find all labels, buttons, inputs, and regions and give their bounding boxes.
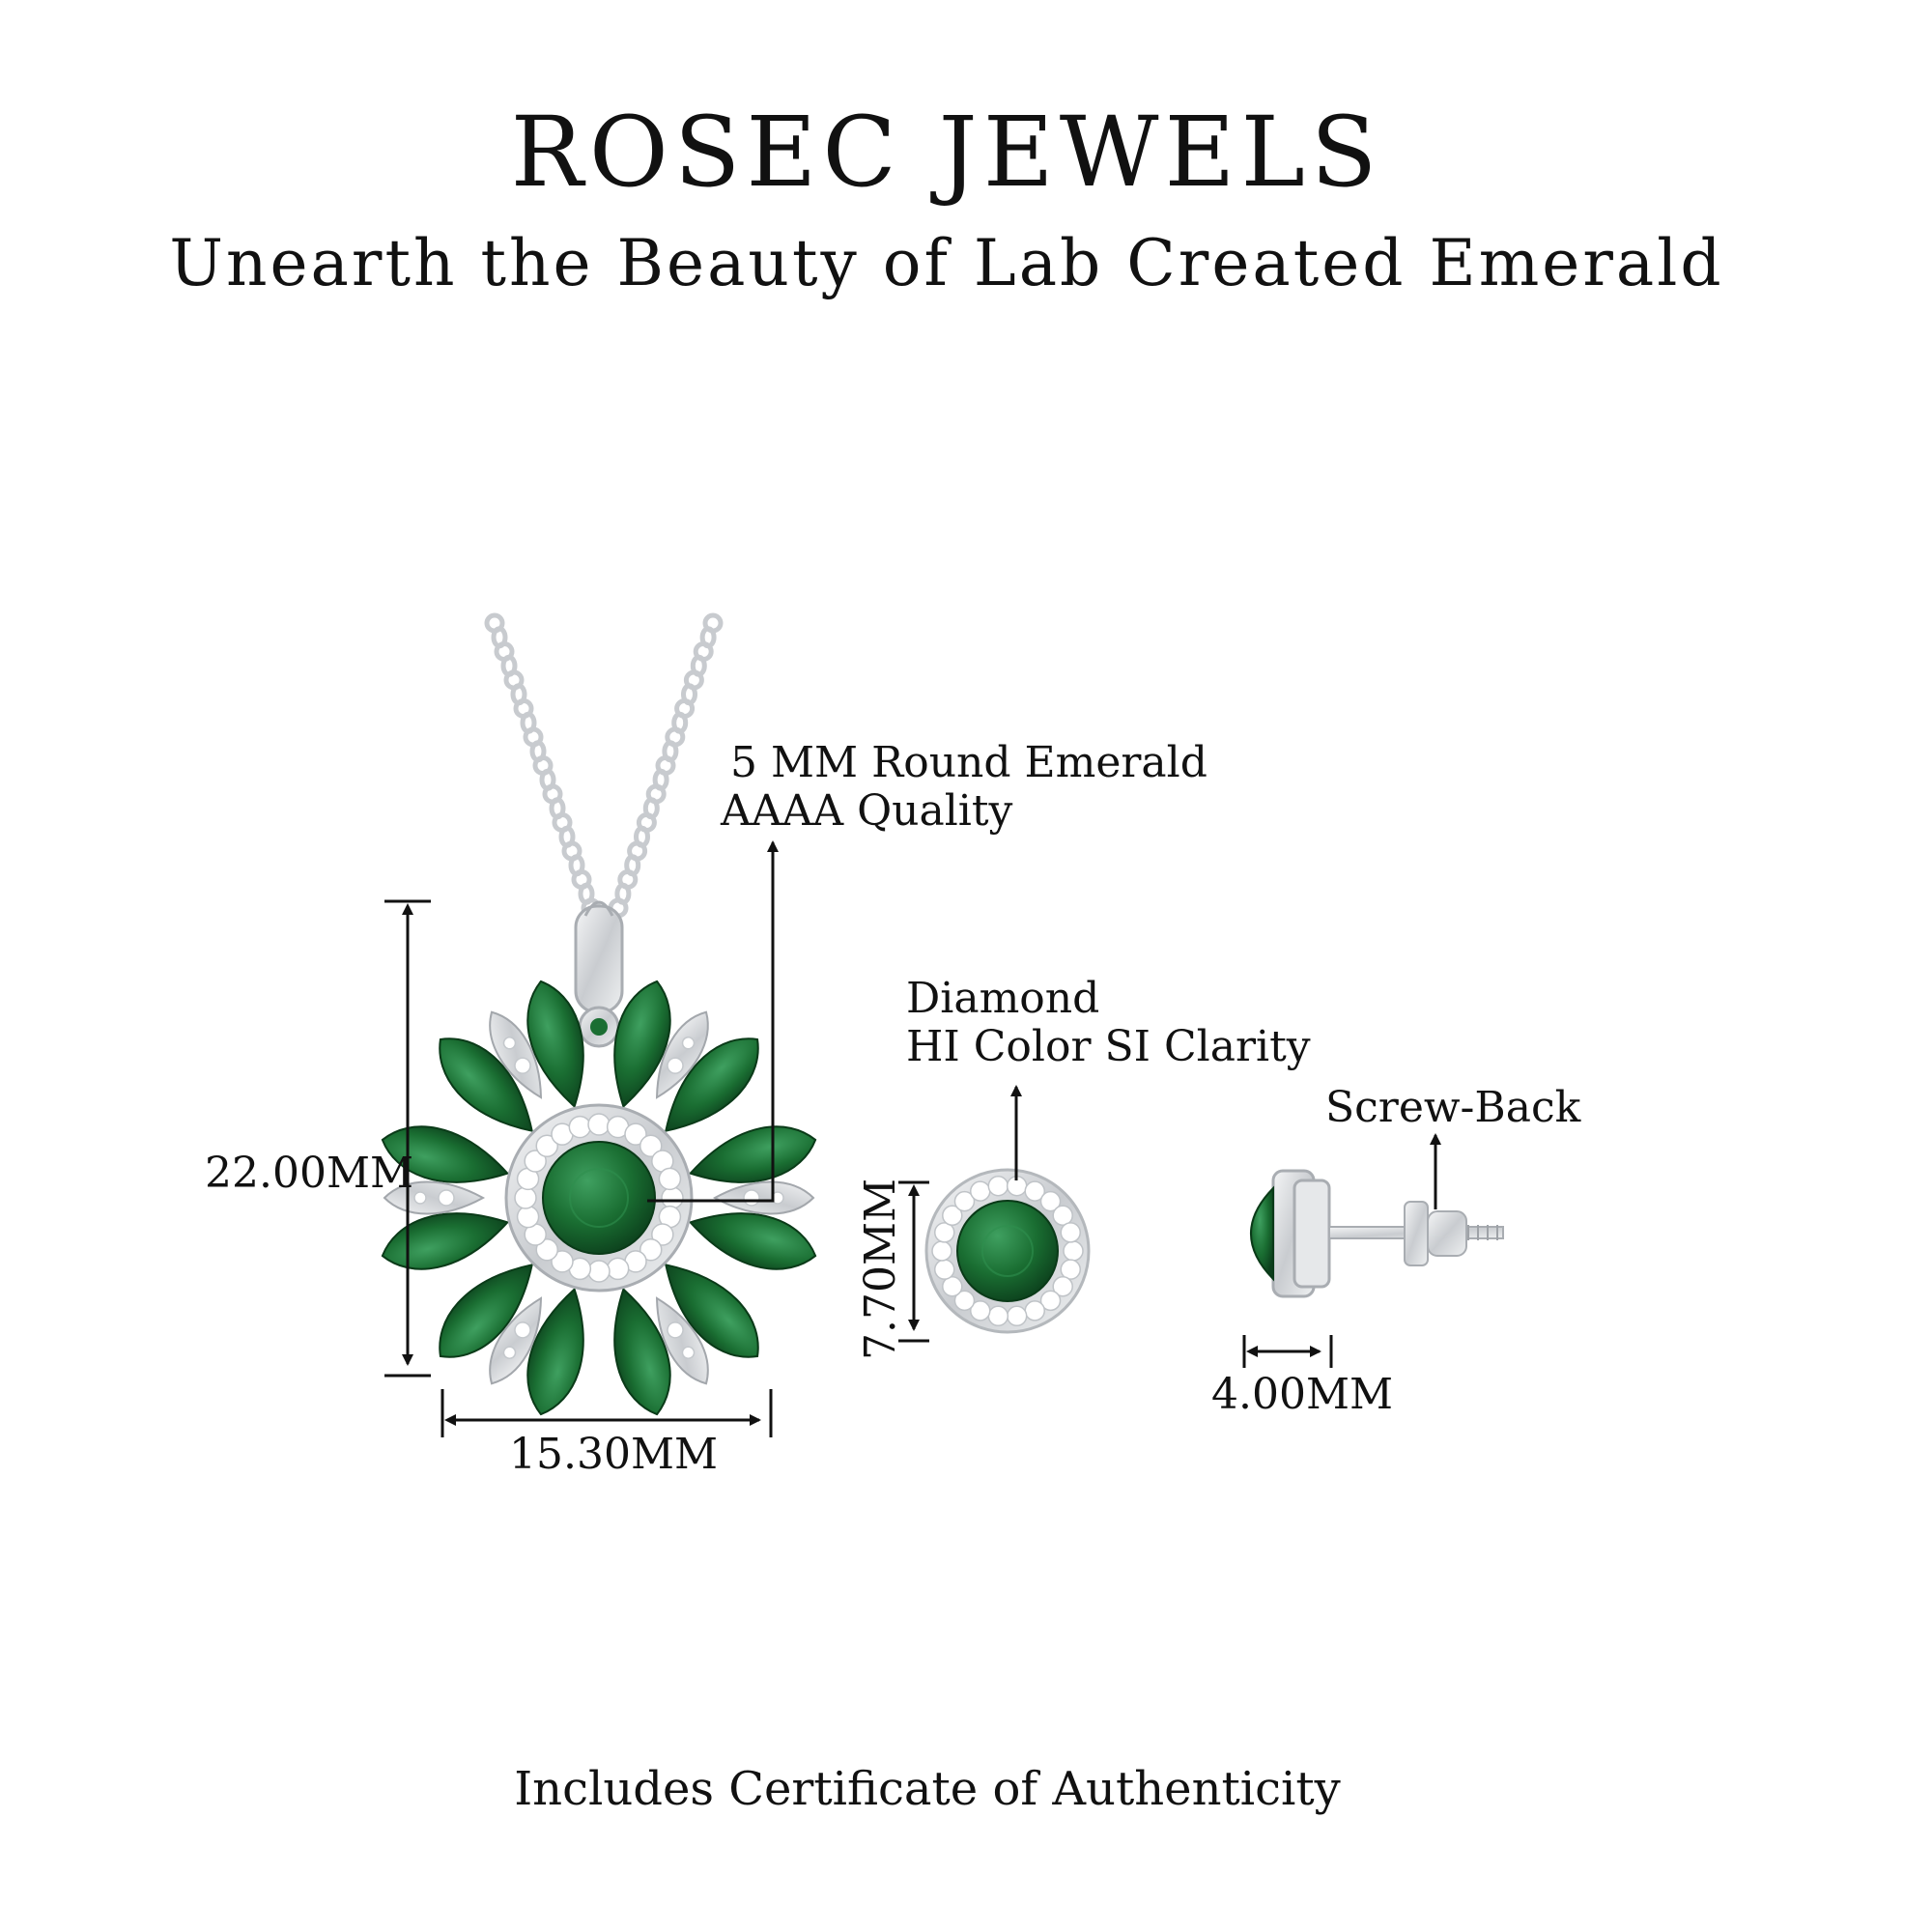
earring-halo-diamond <box>1060 1259 1081 1280</box>
emerald-petal <box>381 1125 510 1183</box>
halo-diamond <box>606 1257 630 1281</box>
emerald-petal <box>613 980 671 1109</box>
earring-halo-diamond <box>987 1175 1009 1197</box>
earring-halo-diamond <box>953 1190 976 1212</box>
earring-halo-diamond <box>1006 1305 1028 1327</box>
diamond-leaf <box>712 1180 815 1215</box>
pendant-width-label: 15.30MM <box>509 1430 719 1479</box>
earring-halo-diamond <box>953 1290 976 1312</box>
pendant-bail <box>574 900 624 1048</box>
diamond-quality: HI Color SI Clarity <box>906 1022 1311 1071</box>
earring-halo-diamond <box>934 1222 955 1243</box>
halo-diamond <box>568 1115 592 1139</box>
earring-halo-diamond <box>1052 1205 1073 1226</box>
earring-halo-diamond <box>1024 1300 1045 1321</box>
earring-halo-diamond <box>942 1205 963 1226</box>
pendant-flower <box>381 980 817 1416</box>
emerald-petal <box>688 1125 817 1183</box>
halo-diamond <box>516 1205 540 1229</box>
halo-diamond <box>651 1223 674 1246</box>
earring-halo-diamond <box>970 1300 991 1321</box>
center-emerald <box>542 1141 656 1255</box>
diamond-leaf <box>655 1010 709 1099</box>
pendant-height-label: 22.00MM <box>205 1149 414 1198</box>
earring-halo-diamond <box>1052 1276 1073 1297</box>
halo-diamond <box>587 1113 611 1136</box>
halo-diamond <box>551 1250 574 1273</box>
earring-front-view <box>924 1168 1091 1334</box>
halo-diamond <box>639 1237 663 1262</box>
halo-diamond <box>514 1186 537 1209</box>
halo-diamond <box>658 1167 682 1191</box>
halo-diamond <box>587 1260 611 1283</box>
pendant-chain <box>484 612 724 919</box>
emerald-petal <box>664 1263 759 1358</box>
earring-halo-diamond <box>970 1180 991 1202</box>
earring-halo-diamond <box>987 1305 1009 1327</box>
halo-diamond <box>524 1150 547 1173</box>
halo-diamond <box>535 1134 559 1158</box>
brand-title: ROSEC JEWELS <box>510 96 1383 209</box>
emerald-petal <box>381 1212 510 1270</box>
earring-halo-diamond <box>1063 1240 1084 1262</box>
center-stone-quality: AAAA Quality <box>721 786 1013 836</box>
emerald-petal <box>688 1212 817 1270</box>
earring-halo-diamond <box>931 1240 952 1262</box>
earring-halo-diamond <box>1024 1180 1045 1202</box>
emerald-petal <box>664 1037 759 1133</box>
dimension-lines <box>384 840 1441 1437</box>
emerald-petal <box>439 1037 534 1133</box>
tagline: Unearth the Beauty of Lab Created Emeral… <box>169 226 1724 300</box>
certificate-note: Includes Certificate of Authenticity <box>514 1762 1341 1816</box>
earring-side-view <box>1250 1169 1504 1298</box>
screw-back-label: Screw-Back <box>1325 1083 1581 1132</box>
earring-halo-diamond <box>942 1276 963 1297</box>
center-stone-label: 5 MM Round Emerald <box>730 738 1208 787</box>
earring-depth-label: 4.00MM <box>1211 1370 1394 1419</box>
diamond-leaf <box>489 1010 543 1099</box>
earring-halo-diamond <box>1060 1222 1081 1243</box>
emerald-petal <box>439 1263 534 1358</box>
earring-halo-diamond <box>1039 1290 1062 1312</box>
halo-diamond <box>624 1122 647 1146</box>
halo-diamond <box>639 1134 663 1158</box>
diamond-leaf <box>655 1296 709 1385</box>
earring-halo-diamond <box>1039 1190 1062 1212</box>
diamond-leaf <box>489 1296 543 1385</box>
earring-height-label: 7.70MM <box>856 1178 905 1360</box>
halo-diamond <box>661 1186 684 1209</box>
earring-halo-diamond <box>934 1259 955 1280</box>
halo-diamond <box>535 1237 559 1262</box>
diamond-label: Diamond <box>906 974 1100 1023</box>
emerald-petal <box>526 980 584 1109</box>
